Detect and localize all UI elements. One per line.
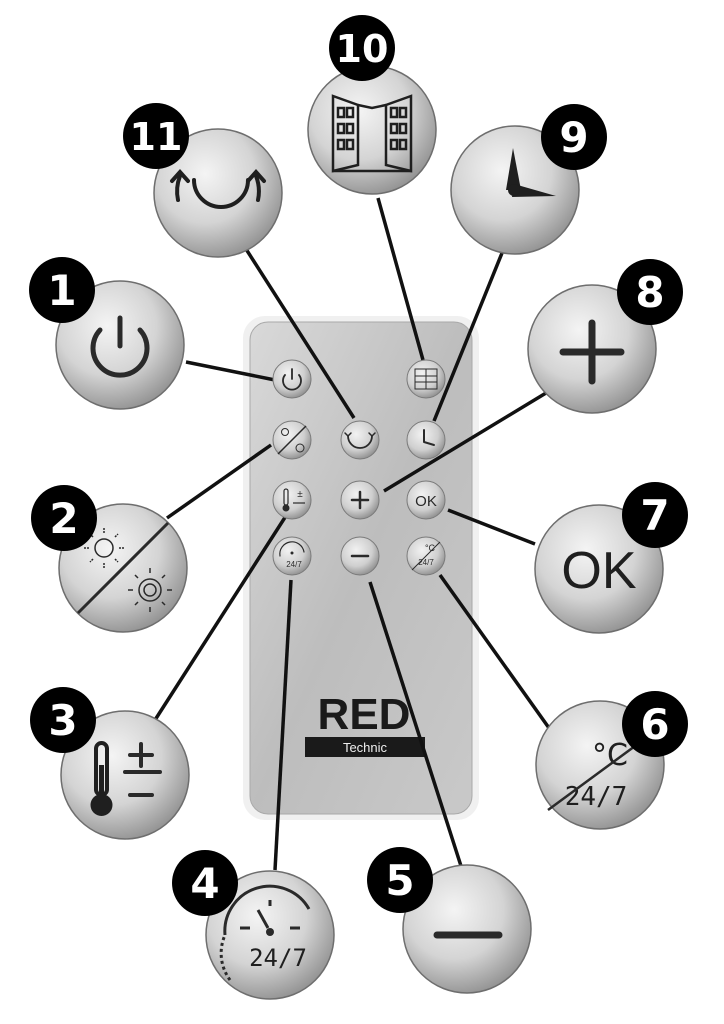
sun-full-icon <box>128 568 172 612</box>
remote-celsius-bottom: 24/7 <box>418 558 434 567</box>
remote-temperature-button[interactable]: ± <box>272 480 312 520</box>
callout-button-timer: 24/7 <box>205 870 335 1000</box>
callout-button-window <box>307 65 437 195</box>
thermometer-icon: ± <box>282 488 305 512</box>
remote-minus-button[interactable] <box>340 536 380 576</box>
remote-celsius-top: °C <box>425 543 436 553</box>
remote-timer-button[interactable]: 24/7 <box>272 536 312 576</box>
leader-lines <box>153 197 551 871</box>
power-icon <box>282 374 302 391</box>
brand-name: RED <box>318 690 411 739</box>
svg-text:9: 9 <box>559 113 588 162</box>
remote-oscillation-button[interactable] <box>340 420 380 460</box>
svg-text:10: 10 <box>336 27 389 71</box>
svg-text:7: 7 <box>640 491 669 540</box>
remote-power-button[interactable] <box>272 359 312 399</box>
window-open-icon <box>331 94 413 173</box>
power-icon <box>90 327 150 378</box>
leader-5 <box>368 581 463 867</box>
sun-full-icon <box>295 443 305 453</box>
leader-11 <box>244 248 356 419</box>
badge-2: 2 <box>31 485 97 551</box>
svg-text:4: 4 <box>190 859 219 908</box>
remote-clock-button[interactable] <box>406 420 446 460</box>
remote-celsius-button[interactable]: °C 24/7 <box>406 536 446 576</box>
svg-text:3: 3 <box>48 696 77 745</box>
timer-label: 24/7 <box>249 944 307 972</box>
badge-1: 1 <box>29 257 95 323</box>
plus-minus-icon <box>123 742 162 797</box>
remote-timer-label: 24/7 <box>286 560 302 569</box>
remote-buttons: ± OK 24/7 °C 24/7 <box>272 359 446 576</box>
clock-icon <box>506 148 556 197</box>
svg-text:6: 6 <box>640 700 669 749</box>
callout-button-plus <box>527 284 657 414</box>
badge-6: 6 <box>622 691 688 757</box>
svg-text:11: 11 <box>130 115 183 159</box>
badge-4: 4 <box>172 850 238 916</box>
ok-label: OK <box>561 542 636 600</box>
svg-text:1: 1 <box>47 266 76 315</box>
badge-5: 5 <box>367 847 433 913</box>
plus-icon <box>559 319 625 385</box>
brand-bar <box>305 737 425 757</box>
badge-8: 8 <box>617 259 683 325</box>
leader-8 <box>383 391 547 493</box>
callout-buttons: 24/7 °C 24/7 OK <box>55 65 665 1000</box>
timer-icon <box>219 884 311 981</box>
oscillation-icon <box>347 435 373 449</box>
badge-11: 11 <box>123 103 189 169</box>
window-icon <box>414 368 438 390</box>
sun-icon <box>281 428 289 436</box>
callout-button-clock <box>450 125 580 255</box>
leader-6 <box>438 573 551 730</box>
badge-10: 10 <box>329 15 395 81</box>
plus-icon <box>350 490 370 510</box>
svg-text:5: 5 <box>385 856 414 905</box>
svg-text:±: ± <box>297 489 303 500</box>
leader-9 <box>432 252 504 422</box>
brand-logo: RED Technic <box>305 690 425 757</box>
brand-sub: Technic <box>343 740 388 755</box>
leader-10 <box>376 197 425 361</box>
remote-mode-button[interactable] <box>272 420 312 460</box>
leader-4 <box>273 579 293 871</box>
timer-icon <box>279 541 305 557</box>
svg-text:8: 8 <box>635 268 664 317</box>
remote-window-button[interactable] <box>406 359 446 399</box>
leader-3 <box>153 507 293 721</box>
badge-3: 3 <box>30 687 96 753</box>
callout-button-temperature <box>60 710 190 840</box>
svg-text:2: 2 <box>49 494 78 543</box>
clock-icon <box>423 429 435 446</box>
callout-button-oscillation <box>153 128 283 258</box>
leader-7 <box>447 508 536 546</box>
leader-2 <box>165 443 273 520</box>
thermometer-icon <box>90 741 113 816</box>
number-badges: 1 2 3 4 5 6 7 8 9 10 11 <box>29 15 688 916</box>
leader-1 <box>185 360 276 382</box>
badge-9: 9 <box>541 104 607 170</box>
remote-ok-label: OK <box>415 493 437 510</box>
oscillation-icon <box>170 168 266 209</box>
remote-plus-button[interactable] <box>340 480 380 520</box>
sun-outline-icon <box>84 528 124 568</box>
remote-ok-button[interactable]: OK <box>406 480 446 520</box>
badge-7: 7 <box>622 482 688 548</box>
celsius-24-7-label: 24/7 <box>565 782 628 812</box>
callout-button-minus <box>402 864 532 994</box>
callout-button-power <box>55 280 185 410</box>
